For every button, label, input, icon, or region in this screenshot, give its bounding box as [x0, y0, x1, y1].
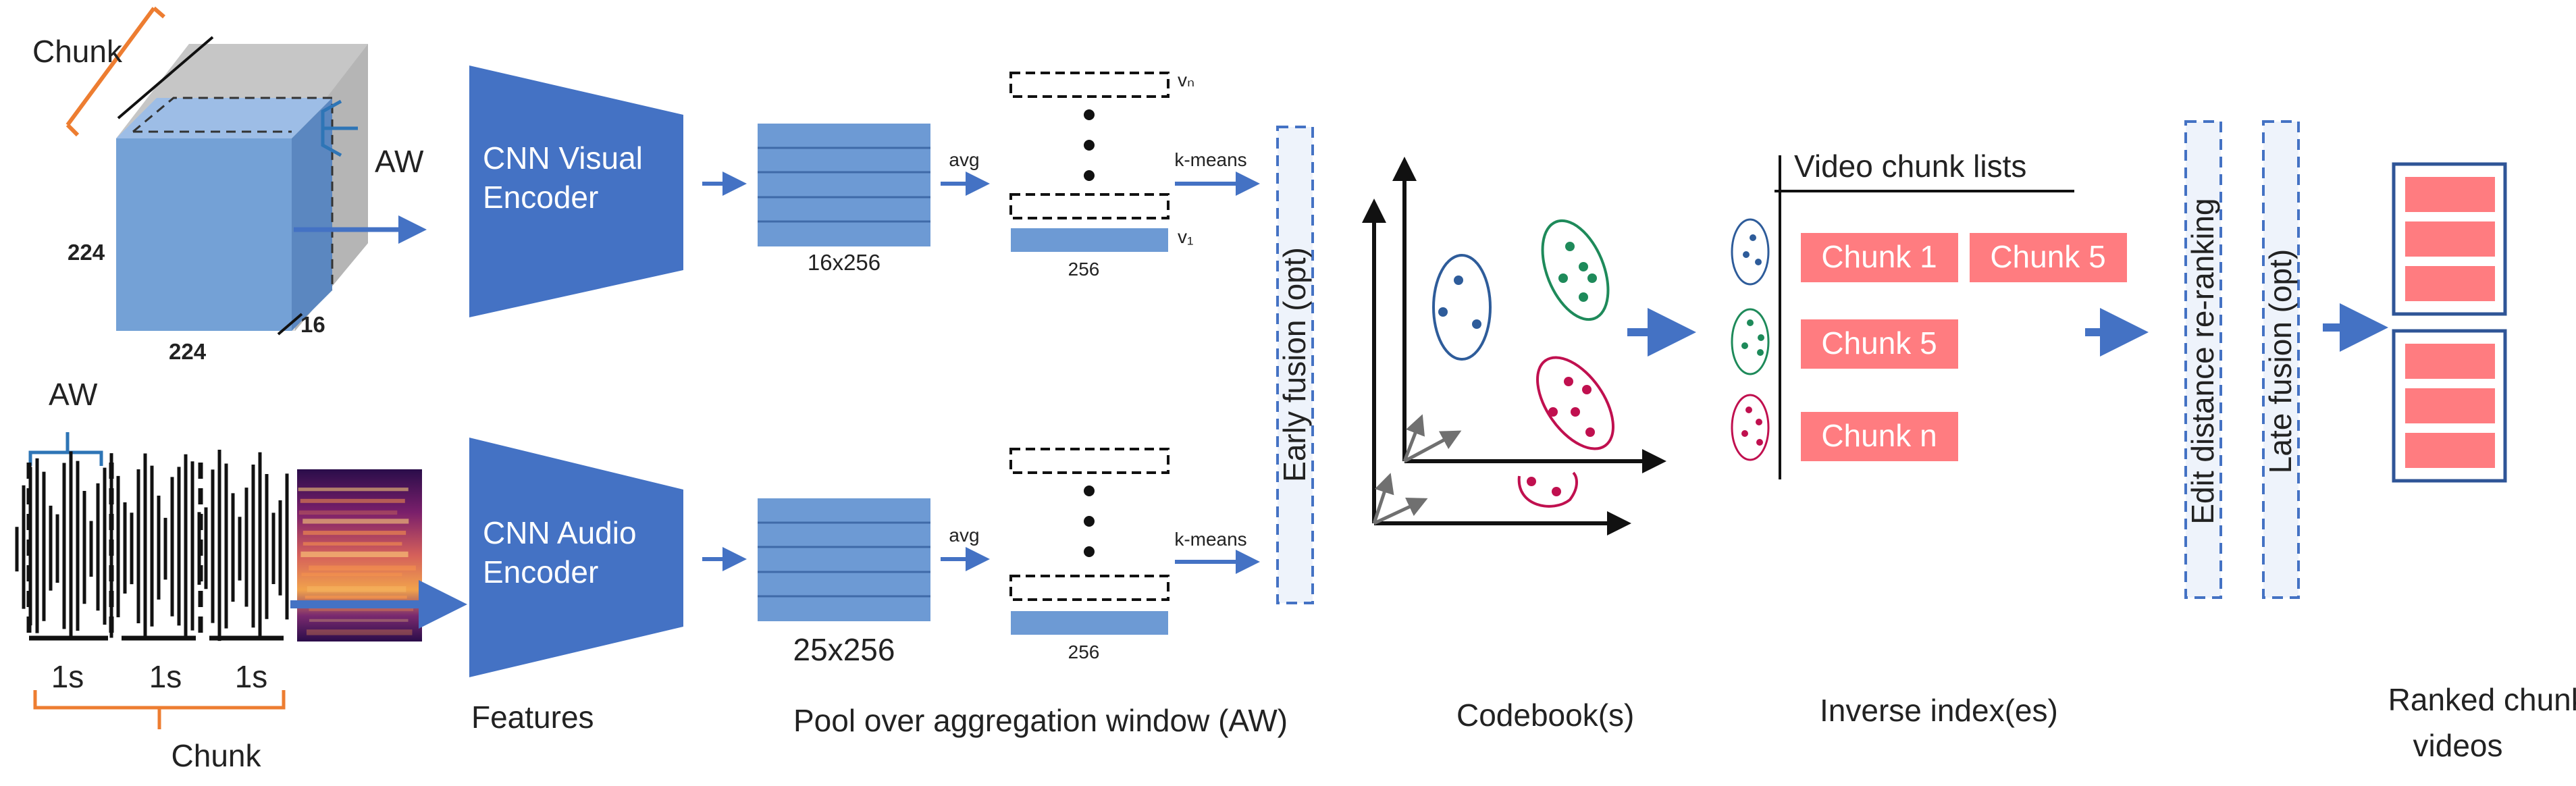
ranked-list-1: [2392, 162, 2507, 316]
cluster-red-partial: [1517, 471, 1578, 508]
aw-label-audio: AW: [49, 377, 98, 412]
chunk-box-4-label: Chunk n: [1821, 418, 1937, 453]
cube-front-face: [116, 138, 292, 331]
late-fusion-label: Late fusion (opt): [2263, 249, 2298, 473]
stage-ranked-line1: Ranked chunks /: [2388, 682, 2576, 717]
visual-encoder-line2: Encoder: [483, 180, 598, 215]
early-fusion-box: [1276, 126, 1314, 604]
cube-width-label: 224: [169, 339, 207, 364]
audio-pooled-dim: 256: [1068, 641, 1100, 662]
visual-feature-dim: 16x256: [808, 250, 880, 275]
vn-label: vₙ: [1178, 70, 1194, 90]
early-fusion-label: Early fusion (opt): [1277, 247, 1312, 482]
audio-waveform: [15, 449, 289, 641]
visual-pooled-stack: [1009, 72, 1169, 252]
codebook-plot: [1362, 157, 1666, 535]
chunk-bracket-visual: [65, 6, 165, 137]
aw-bracket-visual: [321, 99, 358, 157]
depth-tick-line: [277, 313, 303, 336]
index-key-blue: [1731, 218, 1770, 286]
chunk-box-1: [1801, 233, 1958, 282]
second-label-2: 1s: [149, 659, 182, 694]
cube-depth-label: 16: [300, 312, 325, 337]
chunk-box-2: [1970, 233, 2127, 282]
chunk-label-audio: Chunk: [172, 738, 262, 773]
late-fusion-box: [2262, 120, 2300, 599]
index-key-green: [1731, 308, 1770, 375]
aw-bracket-audio: [28, 432, 103, 466]
chunk-box-3: [1801, 319, 1958, 369]
aw-label-visual: AW: [375, 144, 424, 179]
cube-slice-outline: [132, 97, 334, 290]
rerank-label: Edit distance re-ranking: [2185, 198, 2220, 524]
ranked-list-2: [2392, 329, 2507, 483]
v1-label: v₁: [1178, 226, 1193, 247]
index-key-red: [1731, 394, 1770, 461]
stage-features: Features: [471, 700, 594, 735]
chunk-bracket-audio: [33, 690, 286, 729]
stage-inverse: Inverse index(es): [1820, 693, 2058, 728]
video-cube: [116, 36, 427, 336]
stage-ranked-line2: videos: [2413, 728, 2503, 763]
visual-feature-map: [758, 124, 930, 246]
visual-encoder-line1: CNN Visual: [483, 140, 643, 176]
audio-encoder: [469, 438, 683, 677]
second-label-1: 1s: [51, 659, 84, 694]
second-label-3: 1s: [235, 659, 268, 694]
cluster-green: [1541, 219, 1610, 321]
audio-feature-map: [758, 498, 930, 621]
audio-pooled-stack: [1009, 448, 1169, 635]
rerank-box: [2184, 120, 2222, 599]
cube-height-label: 224: [68, 240, 105, 265]
cube-front-top: [116, 98, 332, 138]
chunk-box-2-label: Chunk 5: [1990, 239, 2105, 274]
spectrogram: [297, 469, 422, 641]
chunk-box-3-label: Chunk 5: [1821, 325, 1937, 361]
visual-pooled-dim: 256: [1068, 259, 1100, 280]
visual-encoder: [469, 66, 683, 317]
audio-encoder-line2: Encoder: [483, 554, 598, 590]
kmeans-label-visual: k-means: [1174, 149, 1246, 170]
cluster-blue: [1432, 254, 1492, 361]
index-title: Video chunk lists: [1794, 149, 2026, 184]
chunk-box-4: [1801, 412, 1958, 461]
cube-front-side: [292, 98, 332, 331]
avg-label-audio: avg: [949, 525, 979, 546]
chunk-label-visual: Chunk: [32, 34, 123, 69]
audio-encoder-line1: CNN Audio: [483, 515, 637, 550]
audio-feature-dim: 25x256: [793, 632, 895, 667]
avg-label-visual: avg: [949, 149, 979, 170]
stage-codebook: Codebook(s): [1456, 698, 1634, 733]
chunk-tick-line: [117, 36, 214, 120]
stage-pool: Pool over aggregation window (AW): [793, 703, 1288, 738]
chunk-box-1-label: Chunk 1: [1821, 239, 1937, 274]
audio-chunk-dashes: [26, 463, 203, 638]
kmeans-label-audio: k-means: [1174, 529, 1246, 550]
cluster-red: [1536, 356, 1614, 450]
